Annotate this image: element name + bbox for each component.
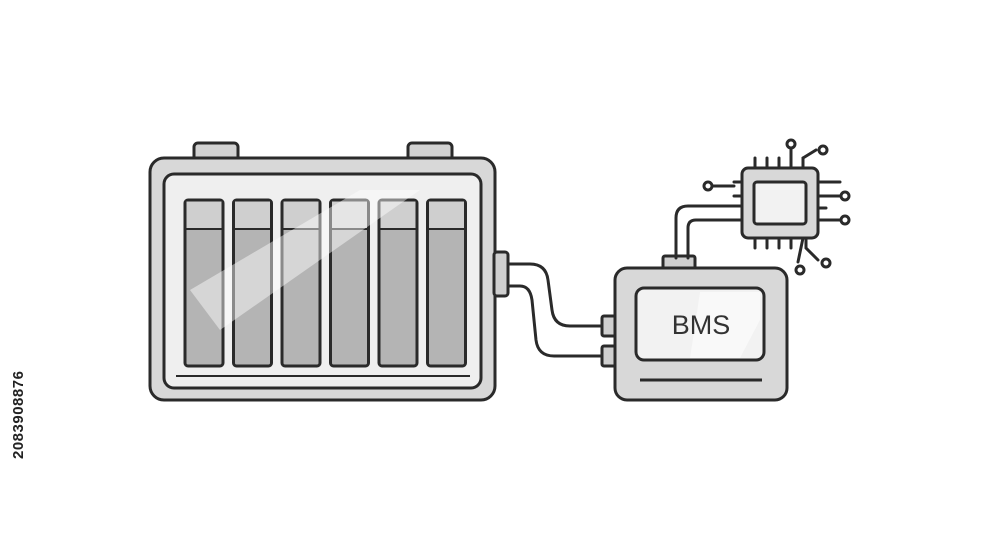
chip-core (752, 180, 808, 226)
battery-cell (232, 198, 273, 368)
microchip-icon (702, 138, 851, 276)
battery-cell (426, 198, 467, 368)
cable-upper (506, 262, 606, 328)
battery-bms-cables (506, 262, 606, 358)
chip-traces (710, 146, 844, 264)
bms-chip-cable (674, 204, 744, 260)
bms-screen-glare (690, 292, 760, 358)
cable-lower (506, 284, 606, 358)
battery-cells (183, 198, 467, 368)
battery-cell-top (283, 201, 319, 229)
battery-cell-top (235, 201, 270, 229)
battery-side-connector (492, 250, 510, 298)
bms-ports (600, 314, 618, 368)
battery-cell (377, 198, 419, 368)
battery-cell-top (380, 201, 416, 229)
battery-cell-top (429, 201, 464, 229)
battery-cell (280, 198, 322, 368)
bms-unit: BMS (613, 254, 789, 402)
battery-cell-top (332, 201, 367, 229)
stock-id-watermark: 208390887­6 (10, 370, 27, 460)
battery-cell-top (186, 201, 222, 229)
chip-trace-nodes (702, 138, 851, 276)
battery-cell (183, 198, 225, 368)
bms-label: BMS (672, 310, 731, 340)
battery (148, 156, 510, 402)
battery-glare (190, 190, 420, 330)
battery-cell (329, 198, 370, 368)
